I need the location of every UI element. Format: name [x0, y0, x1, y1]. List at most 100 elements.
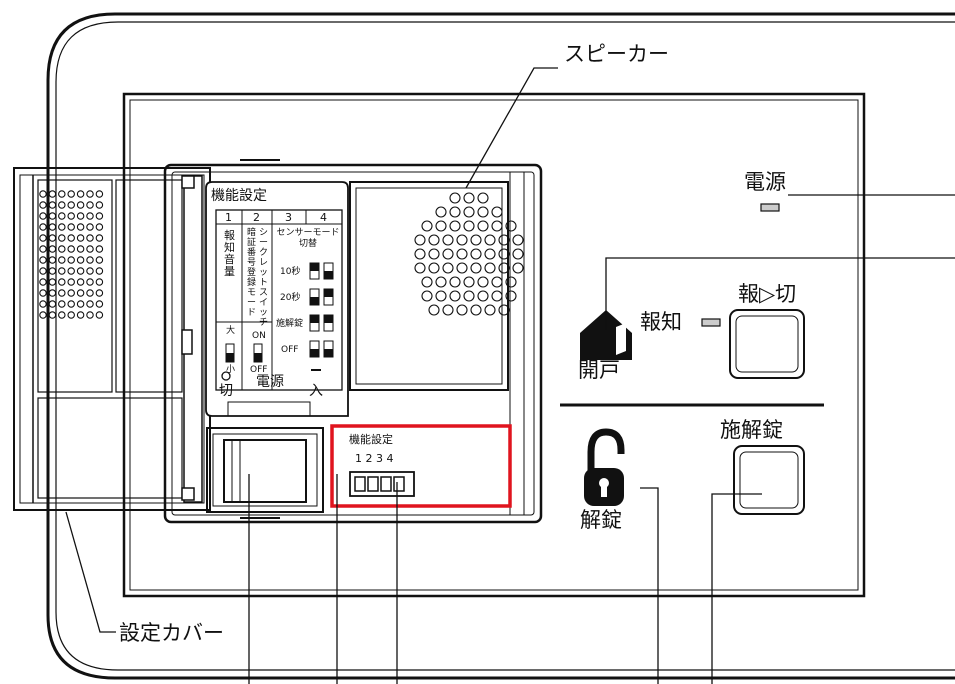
- cover-vent-hole: [76, 223, 85, 231]
- speaker-hole: [421, 276, 433, 288]
- code-mode-switch-lever: [254, 353, 262, 362]
- sensor-row-10s: 10秒: [280, 267, 301, 277]
- cover-vent-hole: [86, 311, 94, 319]
- speaker-hole: [463, 276, 475, 288]
- speaker-hole: [456, 234, 468, 246]
- cover-vent-hole: [67, 190, 75, 198]
- speaker-hole: [435, 220, 447, 232]
- function-settings-title: 機能設定: [211, 188, 267, 204]
- sensor-row-off: OFF: [281, 345, 299, 355]
- power-switch-rocker: [223, 439, 307, 503]
- speaker-hole: [491, 206, 503, 218]
- speaker-hole: [456, 304, 468, 316]
- code-mode-off: OFF: [250, 365, 268, 375]
- speaker-hole: [505, 276, 517, 288]
- cover-vent-hole: [95, 245, 104, 253]
- column-number-3: 3: [285, 211, 292, 224]
- notify-off-button[interactable]: [729, 309, 805, 379]
- cover-vent-hole: [86, 300, 94, 308]
- power-switch-label: 電源: [256, 374, 284, 390]
- speaker-hole: [484, 234, 496, 246]
- dip-switch-2: [367, 476, 379, 492]
- cover-vent-hole: [95, 311, 104, 319]
- cover-vent-hole: [86, 267, 94, 275]
- cover-vent-hole: [76, 278, 85, 286]
- cover-vent-hole: [58, 300, 66, 308]
- cover-leader: [65, 511, 116, 633]
- card-tab: [227, 401, 311, 417]
- cover-vent-hole: [76, 201, 85, 209]
- padlock-shackle: [587, 428, 625, 475]
- cover-vent-hole: [39, 190, 47, 198]
- cover-vent-hole: [86, 278, 94, 286]
- cover-vent-hole: [58, 223, 66, 231]
- settings-compartment: [163, 163, 543, 524]
- padlock-keyhole-slot: [601, 484, 607, 497]
- speaker-hole: [414, 234, 426, 246]
- cover-vent-hole: [39, 289, 47, 297]
- speaker-callout: スピーカー: [564, 42, 669, 66]
- speaker-hole: [414, 262, 426, 274]
- cover-vent-hole: [95, 190, 104, 198]
- speaker-hole: [463, 206, 475, 218]
- leader-lines: [65, 67, 955, 684]
- cover-vent-hole: [86, 190, 94, 198]
- speaker-hole: [498, 234, 510, 246]
- speaker-hole: [484, 304, 496, 316]
- dip-switch-1: [354, 476, 366, 492]
- speaker-holes: [414, 192, 524, 316]
- volume-low: 小: [226, 365, 236, 375]
- cover-vent-hole: [95, 278, 104, 286]
- cover-vent-hole: [67, 234, 75, 242]
- speaker-hole: [463, 290, 475, 302]
- notify-led: [701, 318, 721, 327]
- cover-vent-hole: [86, 289, 94, 297]
- cover-vent-hole: [58, 245, 66, 253]
- dip-switch-3: [380, 476, 392, 492]
- speaker-hole: [456, 262, 468, 274]
- cover-vent-hole: [48, 245, 57, 253]
- door-open-label: 開戸: [578, 358, 620, 382]
- column-number-1: 1: [225, 211, 232, 224]
- cover-vent-hole: [39, 267, 47, 275]
- cover-vent-hole: [58, 289, 66, 297]
- speaker-hole: [442, 234, 454, 246]
- cover-vent-hole: [95, 256, 104, 264]
- cover-vent-hole: [76, 234, 85, 242]
- front-panel-outer: [122, 92, 866, 598]
- cover-vent-hole: [39, 278, 47, 286]
- front-panel-inner: [129, 99, 859, 591]
- cover-vent-hole: [58, 234, 66, 242]
- speaker-hole: [428, 234, 440, 246]
- speaker-hole: [470, 234, 482, 246]
- speaker-hole: [449, 276, 461, 288]
- power-off-label: 切: [219, 383, 233, 399]
- speaker-hole: [477, 220, 489, 232]
- cover-vent-hole: [76, 289, 85, 297]
- speaker-hole: [484, 262, 496, 274]
- cover-vent-hole: [48, 201, 57, 209]
- cover-vent-hole: [76, 267, 85, 275]
- column-number-4: 4: [320, 211, 327, 224]
- cover-vent-hole: [95, 289, 104, 297]
- cover-vent-hole: [95, 234, 104, 242]
- settings-cover-callout: 設定カバー: [119, 621, 224, 645]
- speaker-hole: [456, 248, 468, 260]
- cover-vent-hole: [58, 256, 66, 264]
- speaker-hole: [512, 234, 524, 246]
- cover-vent-hole: [67, 223, 75, 231]
- cover-vent-hole: [67, 300, 75, 308]
- cover-vent-hole: [58, 278, 66, 286]
- cover-vent-hole: [39, 245, 47, 253]
- unlock-button[interactable]: [733, 445, 805, 515]
- cover-vent-hole: [95, 212, 104, 220]
- cover-vent-hole: [67, 245, 75, 253]
- settings-compartment-inner: [171, 171, 535, 516]
- speaker-hole: [449, 290, 461, 302]
- cover-vent-hole: [39, 300, 47, 308]
- code-register-mode-label: 暗証番号登録モード: [247, 228, 257, 318]
- cover-vent-hole: [48, 311, 57, 319]
- unlock-button-face: [739, 451, 799, 509]
- cover-vent-hole: [39, 234, 47, 242]
